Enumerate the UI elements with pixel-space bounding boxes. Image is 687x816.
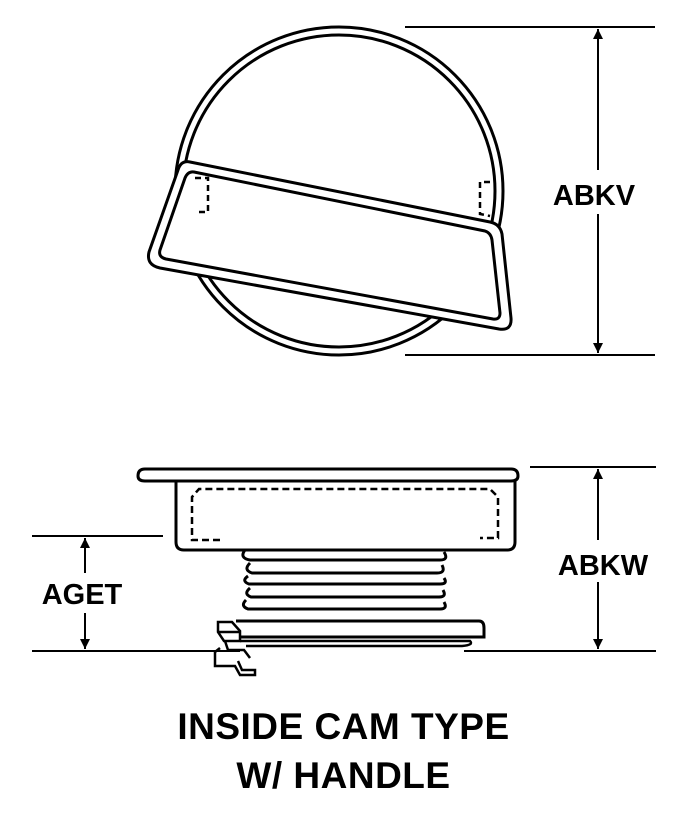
- base-plate-lower: [240, 639, 473, 648]
- cam-latch: [213, 620, 257, 677]
- cam-notch-left: [195, 176, 210, 214]
- cap-flange: [136, 467, 520, 483]
- side-view: [136, 467, 520, 677]
- cam-recess-hidden: [190, 487, 500, 542]
- aget-dimension: [32, 535, 163, 649]
- abkv-dimension: [405, 26, 655, 356]
- caption-line-1: INSIDE CAM TYPE: [177, 706, 510, 747]
- spring: [241, 549, 448, 611]
- aget-label: AGET: [42, 579, 123, 611]
- handle-outline: [147, 160, 513, 331]
- abkw-label: ABKW: [558, 550, 649, 582]
- caption-line-2: W/ HANDLE: [236, 755, 451, 796]
- handle-inner-outline: [158, 170, 502, 321]
- cam-notch-right: [478, 180, 491, 218]
- abkw-dimension: [530, 466, 656, 649]
- abkv-label: ABKV: [553, 180, 636, 212]
- base-plate: [236, 619, 486, 639]
- cap-body: [174, 481, 517, 552]
- top-view: [147, 25, 513, 357]
